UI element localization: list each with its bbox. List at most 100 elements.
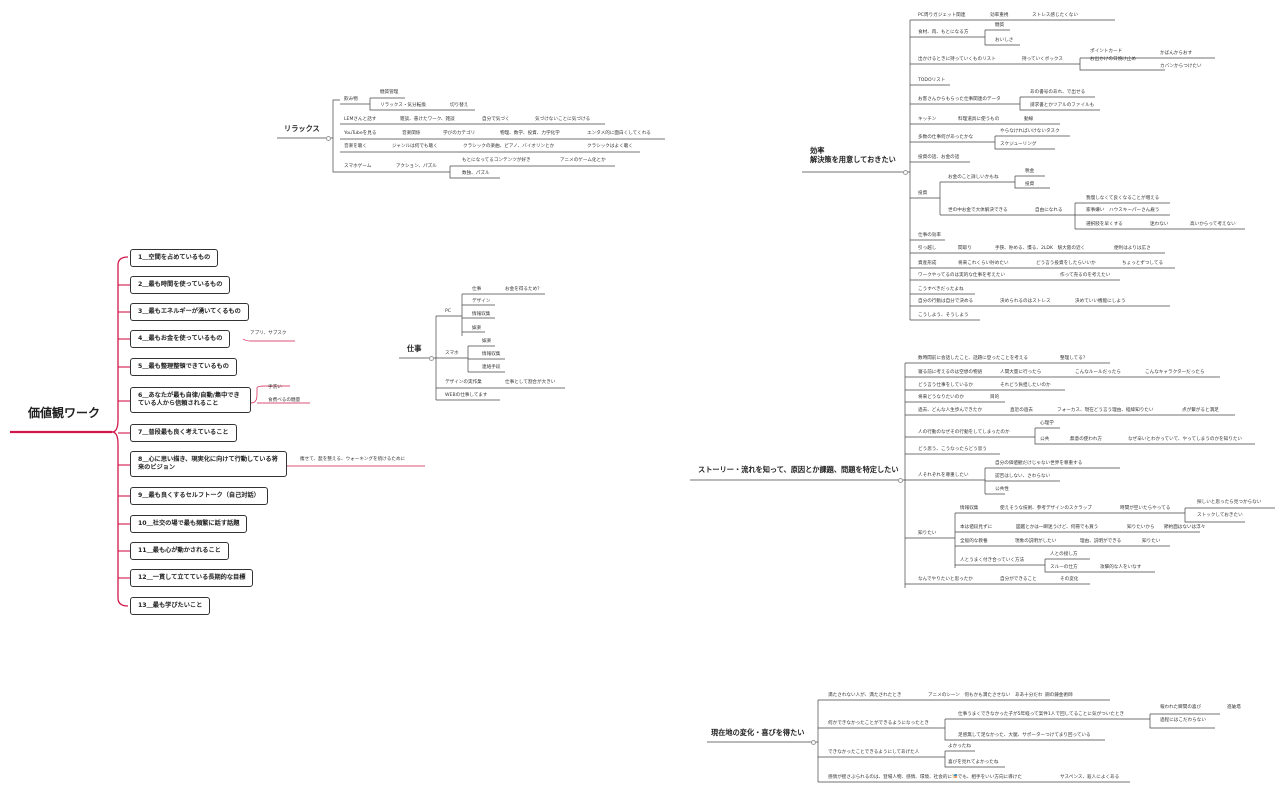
topic-box[interactable]: 12＿一貫して立てている長期的な目標 [130, 569, 254, 587]
node: 足感無して足なかった、大腿、サポーターつけてまり回っている [958, 733, 1091, 738]
node: クラシックはよく聴く [587, 144, 633, 149]
node: 整理してる？ [1060, 356, 1088, 361]
node: 情報収集 [482, 352, 501, 357]
node: 食材、肉、もとになる方 [918, 30, 969, 35]
node: 我慢しなくて良くなることが増える [1086, 196, 1160, 201]
node: 自由になれる [1035, 208, 1063, 213]
node: やらなければいけないタスク [1000, 129, 1060, 134]
node: 出かけるときに持っていくものリスト [918, 57, 996, 62]
topic-box[interactable]: 10＿社交の場で最も頻繁に話す話題 [130, 515, 248, 533]
node: 税金 [1025, 169, 1035, 174]
node: 公共 [1040, 437, 1050, 442]
node: 世の中お金で大体解決できる [948, 208, 1008, 213]
topic-box[interactable]: 5＿最も整理整頓できているもの [130, 358, 237, 376]
collapse-toggle[interactable] [326, 136, 331, 141]
node: 人との接し方 [1050, 552, 1078, 557]
node: かばんからおす [1160, 51, 1193, 56]
node: 心理学 [1040, 421, 1054, 426]
node: スマホ [445, 351, 459, 356]
node: ジャンルは何でも聴く [392, 144, 438, 149]
topic-box[interactable]: 1＿空間を占めているもの [130, 249, 219, 267]
node: サスペンス、殺人によくある [1060, 775, 1120, 780]
node: あの書号のあれ、で出せる [1030, 90, 1086, 95]
node: 自分の価値観だけじゃない世界を尊重する [995, 461, 1083, 466]
node: リラックス・気分転換 [380, 103, 426, 108]
note-text: 食费べるの糖量 [268, 398, 301, 403]
node: ちょっとずつしてる [1122, 261, 1164, 266]
node: 娯楽 [472, 326, 482, 331]
present-hub[interactable]: 現在地の変化・喜びを得たい [711, 728, 805, 737]
topic-box[interactable]: 2＿最も時間を使っているもの [130, 276, 231, 294]
node: なんでやりたいと思ったか [918, 577, 973, 582]
collapse-toggle[interactable] [903, 170, 908, 175]
node: 便利はよりは広さ [1114, 246, 1151, 251]
node: 飲み物 [344, 97, 358, 102]
node: 節約面はないは浮々 [1164, 525, 1206, 530]
note-text: アプリ、サブスク [250, 331, 287, 336]
node: 感情が揺さぶられるのは、登場人物、感情、環境、社会的に🎏でも、相手をいい方向に導… [828, 775, 1022, 780]
topic-box[interactable]: 6＿あなたが最も自律/自動/集中できている人から信頼されること [130, 387, 251, 413]
node: 鋼の錬金術師 [1045, 693, 1073, 698]
node: 報われた瞬間の喜び [1160, 705, 1202, 710]
node: 多数の仕事何があったかな [918, 135, 974, 140]
node: なぜ辛いとわかっていて、やってしまうのかを知りたい [1128, 437, 1243, 442]
node: 探しいと思ったら見つからない [1197, 500, 1262, 505]
node: 仕事として割合が大きい [505, 380, 556, 385]
topic-box[interactable]: 4＿最もお金を使っているもの [130, 330, 231, 348]
efficiency-title-1: 効率 [810, 146, 825, 155]
node: 気づけないことに気づける [535, 117, 591, 122]
node: 手狭、貯める、慣る、2LDK 駅大阪の近く [995, 246, 1086, 251]
work-hub[interactable]: 仕事 [407, 344, 422, 353]
node: こんなキャラクターだったら [1145, 370, 1205, 375]
topic-box[interactable]: 3＿最もエネルギーが湧いてくるもの [130, 303, 249, 321]
node: PC周りガジェット関連 [918, 13, 966, 18]
node: アクション、パズル [396, 164, 437, 169]
node: 自分の行動は自分で決める [918, 299, 974, 304]
relax-hub[interactable]: リラックス [284, 124, 320, 133]
collapse-toggle[interactable] [898, 478, 903, 483]
collapse-toggle[interactable] [429, 356, 434, 361]
node: クラシックの楽曲、ピアノ、バイオリンとか [463, 144, 555, 149]
node: 人間大量に行ったら [1000, 370, 1042, 375]
node: 人それぞれを尊重したい [918, 473, 969, 478]
node: お出かけの日焼け止め [1090, 57, 1136, 62]
node: 公共性 [995, 487, 1009, 492]
node: 図鑑とかは一瞬迷うけど、何冊でも買う [1016, 525, 1099, 530]
note-text: 手洗い [268, 385, 282, 390]
node: 理由、説明ができる [1080, 539, 1122, 544]
node: 作って売るのを考えたい [1060, 273, 1111, 278]
node: 自分ができること [1000, 577, 1037, 582]
node: 過程にはこだわらない [1160, 718, 1206, 723]
node: スルーの仕方 [1050, 565, 1078, 570]
collapse-toggle[interactable] [811, 740, 816, 745]
node: 目的 [990, 395, 1000, 400]
topic-box[interactable]: 13＿最も学びたいこと [130, 597, 211, 615]
node: 間取り [958, 246, 972, 251]
node: スケジューリング [1000, 142, 1037, 147]
topic-box[interactable]: 7＿普段最も良く考えていること [130, 424, 237, 442]
node: どう言う投資をしたらいいか [1036, 261, 1096, 266]
node: 使えそうな技術、参考デザインのスクラップ [1000, 506, 1092, 511]
node: 請求書とかツアルのファイルも [1030, 103, 1095, 108]
node: カバンからつけたい [1160, 64, 1202, 69]
efficiency-title-2: 解決策を用意しておきたい [810, 155, 896, 164]
node: 情報収集 [960, 506, 979, 511]
node: どう思う、こうなったらどう思う [918, 447, 987, 452]
node: 物理、数学、投資、力学化学 [500, 131, 560, 136]
topic-box[interactable]: 8＿心に思い描き、現実化に向けて行動している将来のビジョン [130, 451, 287, 477]
node: 現象の説明がしたい [1015, 539, 1057, 544]
story-hub[interactable]: ストーリー・流れを知って、原因とか課題、問題を特定したい [698, 465, 899, 474]
node: 家事嫌い ハウスキーパーさん雇う [1086, 208, 1160, 213]
node: アニメのゲーム化とか [560, 158, 606, 163]
node: 将来これくらい貯めたい [958, 261, 1009, 266]
node: WEBの仕事してます [445, 393, 488, 398]
node: 糖質 [995, 23, 1005, 28]
topic-box[interactable]: 11＿最も心が動かされること [130, 542, 229, 560]
node: 将来どうなりたいのか [918, 395, 964, 400]
node: 本は値段見ずに [960, 525, 993, 530]
node: YouTubeを見る [344, 131, 377, 136]
efficiency-hub[interactable]: 効率 解決策を用意しておきたい [810, 146, 896, 164]
node: 娯楽 [482, 339, 492, 344]
topic-box[interactable]: 9＿最も良くするセルフトーク（自己対話） [130, 487, 268, 505]
